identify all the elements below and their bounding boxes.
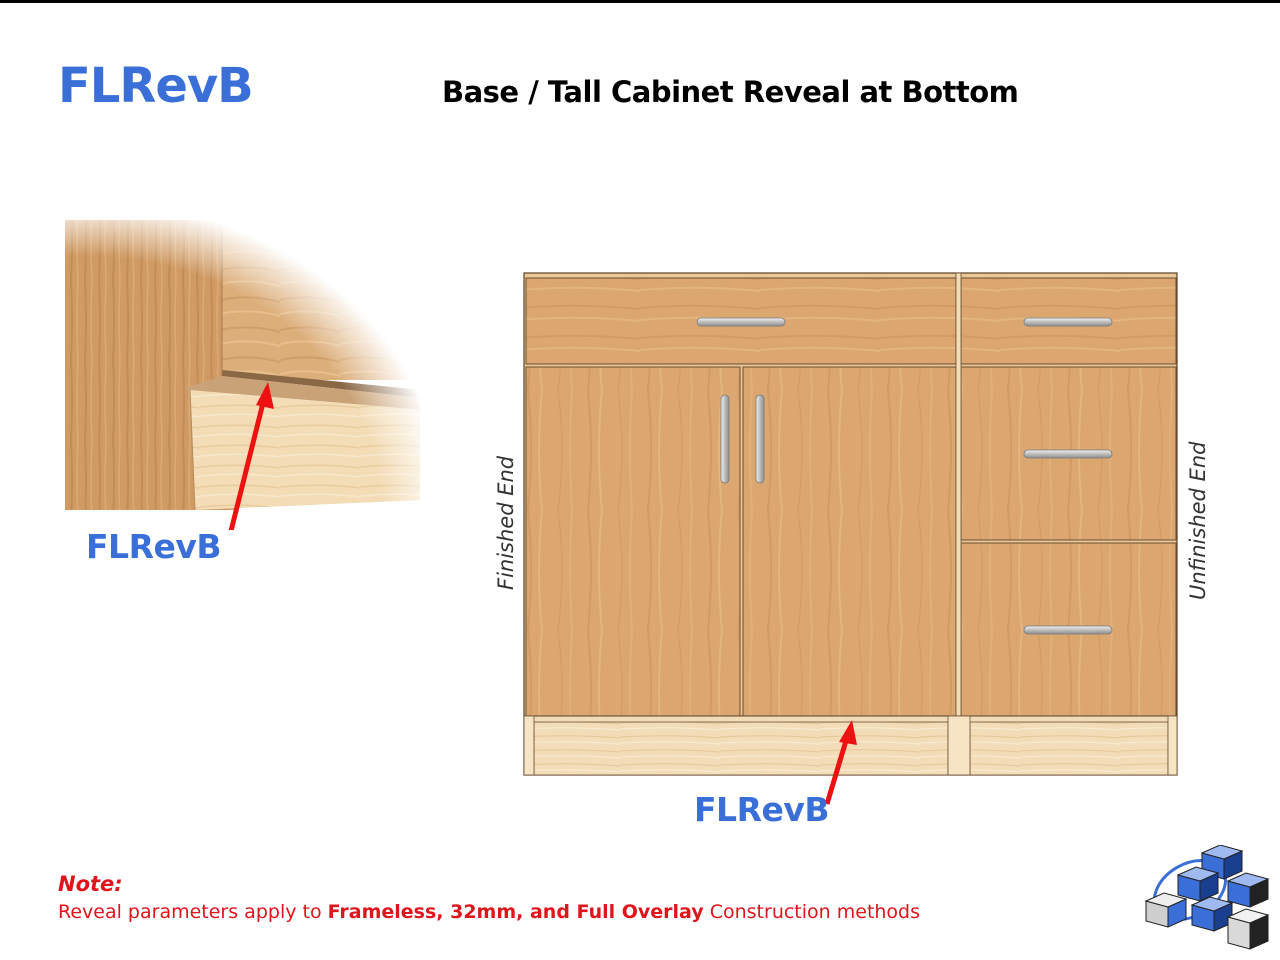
cabinet-label: FLRevB: [694, 790, 830, 829]
cabinet-elevation: [523, 272, 1178, 776]
note-emphasis: Frameless, 32mm, and Full Overlay: [327, 901, 704, 923]
finished-end-label: Finished End: [494, 455, 518, 590]
note-text: Reveal parameters apply to Frameless, 32…: [58, 901, 920, 923]
detail-label: FLRevB: [86, 527, 222, 566]
detail-closeup: [65, 220, 420, 530]
note-title: Note:: [58, 872, 123, 896]
reveal-arrow: [824, 720, 857, 805]
unfinished-end-label: Unfinished End: [1186, 441, 1210, 600]
logo-cubes-icon: [1144, 845, 1270, 950]
note-suffix: Construction methods: [703, 901, 921, 923]
page-title: FLRevB: [58, 58, 254, 114]
page-subtitle: Base / Tall Cabinet Reveal at Bottom: [442, 75, 1019, 109]
top-border: [0, 0, 1280, 3]
note-prefix: Reveal parameters apply to: [58, 901, 328, 923]
